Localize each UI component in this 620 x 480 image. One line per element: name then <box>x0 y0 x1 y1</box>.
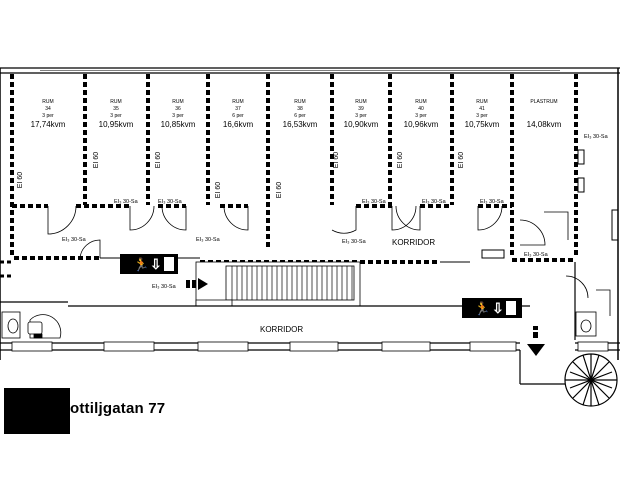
room-label: RUM <box>476 99 487 105</box>
room-number: 40 <box>418 106 424 112</box>
svg-text:⇩: ⇩ <box>150 256 162 272</box>
stair-icon <box>195 261 361 307</box>
room-occupancy: 6 per <box>294 113 306 119</box>
facade-windows <box>11 341 609 352</box>
room-area: 16,6kvm <box>223 120 254 129</box>
address-title: ottiljgatan 77 <box>70 400 166 417</box>
room-occupancy: 3 per <box>476 113 488 119</box>
room-occupancy: 3 per <box>42 113 54 119</box>
room-area: 10,90kvm <box>344 120 379 129</box>
revolving-door-icon <box>564 353 618 407</box>
room-number: 35 <box>113 106 119 112</box>
svg-text:⇩: ⇩ <box>492 300 504 316</box>
room-area: 10,95kvm <box>99 120 134 129</box>
down-arrow-icon <box>527 326 545 356</box>
room-area: 17,74kvm <box>31 120 66 129</box>
room-number: 36 <box>175 106 181 112</box>
door-label: EI₃ 30-Sa <box>524 252 549 258</box>
room-fire-rating: EI 60 <box>17 172 24 188</box>
door-swings <box>47 205 569 259</box>
right-partial-room <box>481 149 619 259</box>
door-label: EI₃ 30-Sa <box>114 199 139 205</box>
room-label: PLASTRUM <box>530 99 557 105</box>
room-occupancy: 3 per <box>110 113 122 119</box>
door-label: EI₃ 30-Sa <box>480 199 505 205</box>
running-person-icon: 🏃 <box>133 257 149 272</box>
room-fire-rating: EI 60 <box>276 182 283 198</box>
door-label: EI₃ 30-Sa <box>158 199 183 205</box>
room-label: RUM <box>232 99 243 105</box>
door-label: EI₃ 30-Sa <box>362 199 387 205</box>
room-label: RUM <box>110 99 121 105</box>
door-label: EI₃ 30-Sa <box>196 237 221 243</box>
room-fire-rating: EI 60 <box>215 182 222 198</box>
room-area: 10,75kvm <box>465 120 500 129</box>
room-label: RUM <box>294 99 305 105</box>
door-label: EI₃ 30-Sa <box>422 199 447 205</box>
room-label: RUM <box>355 99 366 105</box>
room-area: 14,08kvm <box>527 120 562 129</box>
room-number: 37 <box>235 106 241 112</box>
room-label: RUM <box>415 99 426 105</box>
room-occupancy: 6 per <box>232 113 244 119</box>
room-fire-rating: EI 60 <box>333 152 340 168</box>
room-area: 16,53kvm <box>283 120 318 129</box>
room-number: 38 <box>297 106 303 112</box>
sink-icon <box>565 275 611 337</box>
room-fire-rating: EI 60 <box>93 152 100 168</box>
door-label: EI₃ 30-Sa <box>584 134 609 140</box>
room-number: 39 <box>358 106 364 112</box>
left-partial-room <box>0 260 12 278</box>
svg-text:🏃: 🏃 <box>474 301 490 316</box>
stair-arrow-icon <box>186 278 208 290</box>
toilet-icon <box>1 311 62 339</box>
room-label: RUM <box>172 99 183 105</box>
room-occupancy: 3 per <box>172 113 184 119</box>
corridor-label-lower: KORRIDOR <box>260 325 303 334</box>
outer-walls <box>0 67 620 360</box>
emergency-exit-sign-icon: 🏃 ⇩ <box>462 298 522 318</box>
emergency-exit-sign-icon: 🏃 ⇩ <box>120 254 178 274</box>
room-number: 41 <box>479 106 485 112</box>
stair-door-label: EI₃ 30-Sa <box>152 284 177 290</box>
room-fire-rating: EI 60 <box>155 152 162 168</box>
room-area: 10,85kvm <box>161 120 196 129</box>
room-number: 34 <box>45 106 51 112</box>
corridor-label-upper: KORRIDOR <box>392 238 435 247</box>
room-fire-rating: EI 60 <box>397 152 404 168</box>
door-label: EI₃ 30-Sa <box>62 237 87 243</box>
room-occupancy: 3 per <box>355 113 367 119</box>
room-area: 10,96kvm <box>404 120 439 129</box>
door-labels: EI₃ 30-Sa EI₃ 30-Sa EI₃ 30-Sa EI₃ 30-Sa … <box>62 134 609 290</box>
lower-corridor-walls <box>0 262 576 385</box>
room-occupancy: 3 per <box>415 113 427 119</box>
room-fire-rating: EI 60 <box>458 152 465 168</box>
door-label: EI₃ 30-Sa <box>342 239 367 245</box>
redaction-block <box>4 388 70 434</box>
room-label: RUM <box>42 99 53 105</box>
